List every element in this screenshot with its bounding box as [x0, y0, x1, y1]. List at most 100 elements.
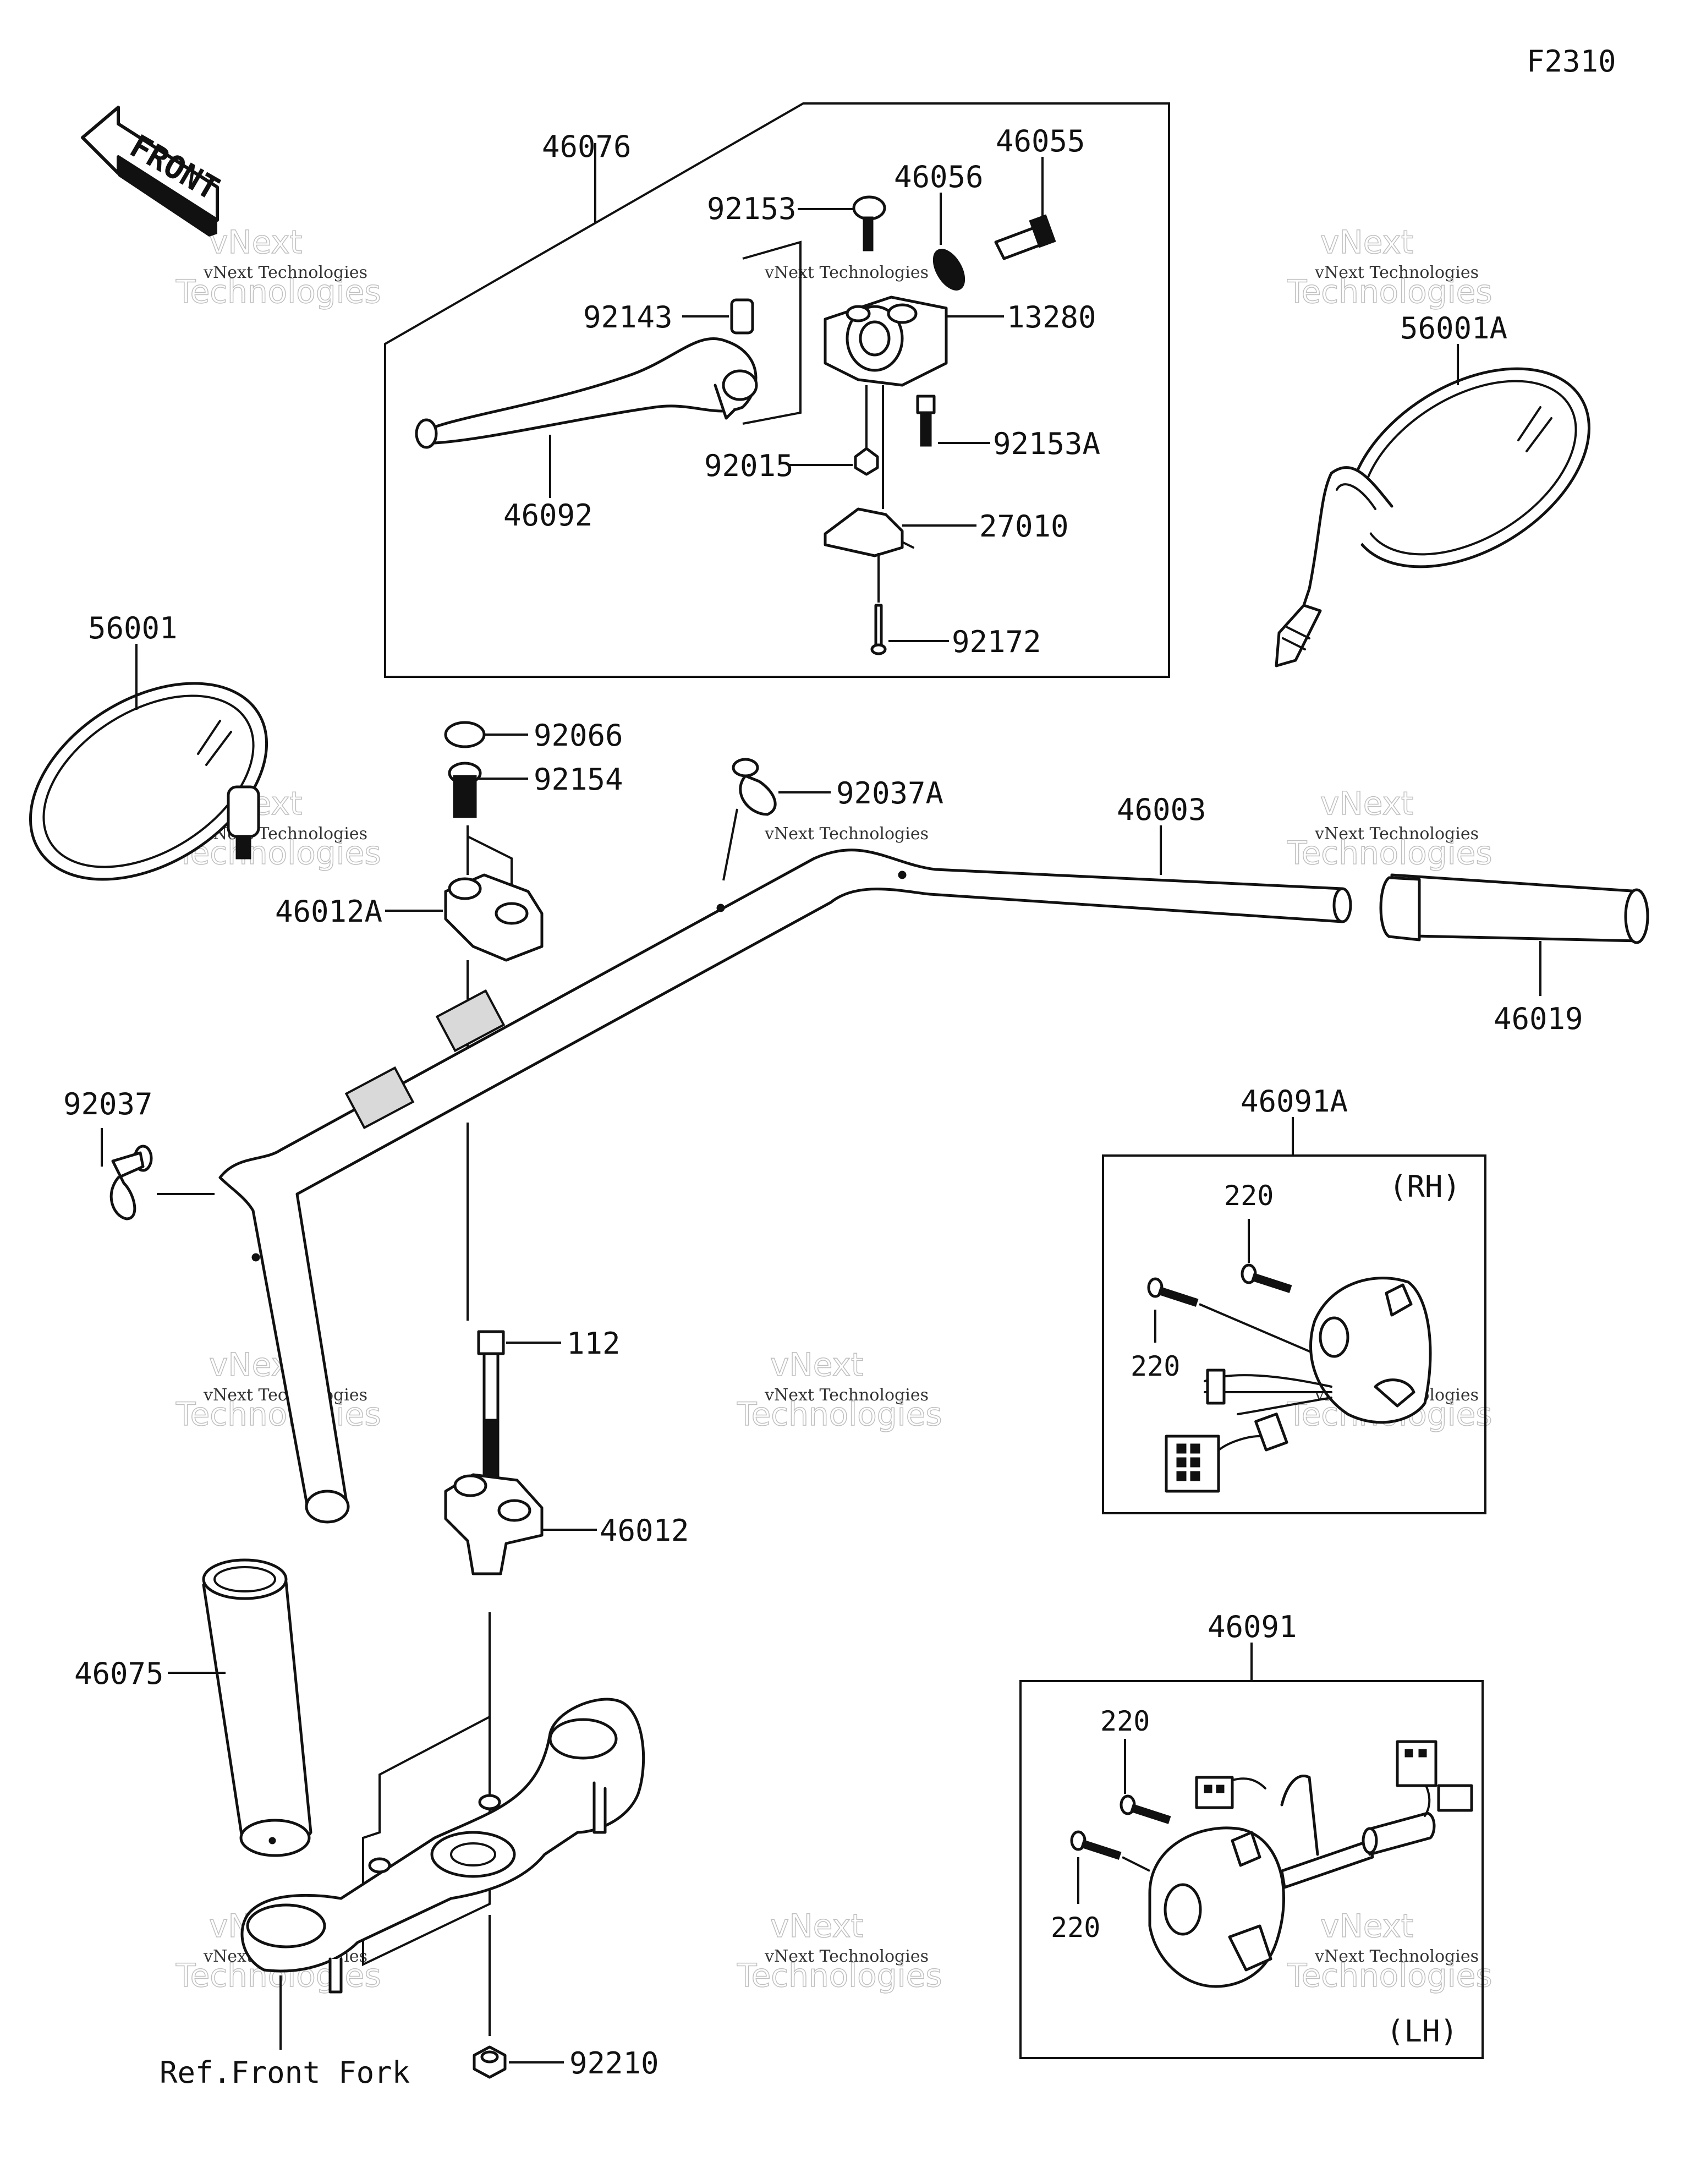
label-46075: 46075 — [74, 1656, 164, 1691]
watermark: vNext Technologies vNext Technologies — [1286, 1907, 1493, 1995]
nut-92210 — [473, 2045, 507, 2079]
rh-label: (RH) — [1389, 1169, 1461, 1204]
bolt-112 — [477, 1330, 505, 1487]
svg-text:vNext: vNext — [770, 1907, 863, 1945]
label-92172: 92172 — [952, 625, 1041, 659]
svg-text:Technologies: Technologies — [1287, 273, 1493, 310]
mirror-56001a — [1275, 367, 1591, 667]
label-92037a: 92037A — [836, 776, 943, 811]
lever-assembly-box: 46076 92153 46056 46055 92143 — [384, 102, 1170, 678]
svg-text:Technologies: Technologies — [1287, 834, 1493, 872]
label-220-rh-top: 220 — [1224, 1180, 1274, 1212]
label-46003: 46003 — [1117, 792, 1206, 827]
svg-text:vNext: vNext — [1320, 785, 1413, 822]
screw-92172 — [870, 604, 887, 655]
label-220-rh-left: 220 — [1131, 1350, 1180, 1382]
watermark: vNext Technologies — [764, 824, 929, 844]
cap-92066 — [444, 721, 486, 748]
label-92210: 92210 — [569, 2046, 659, 2081]
label-46056: 46056 — [894, 160, 984, 194]
mirror-56001 — [29, 682, 268, 881]
screw-220-rh-left — [1147, 1277, 1199, 1307]
svg-text:vNext: vNext — [209, 223, 302, 261]
label-46091a: 46091A — [1241, 1084, 1348, 1119]
grip-46075 — [202, 1558, 312, 1857]
svg-text:vNext Technologies: vNext Technologies — [1314, 1947, 1479, 1966]
watermark: vNext Technologies vNext Technologies — [736, 1345, 942, 1433]
pin-92153 — [852, 195, 886, 251]
ref-front-fork-label: Ref.Front Fork — [160, 2055, 410, 2090]
watermark: vNext Technologies vNext Technologies — [1286, 223, 1493, 311]
label-92153: 92153 — [707, 191, 797, 226]
rh-switch-outline — [1102, 1154, 1486, 1514]
label-92154: 92154 — [534, 762, 623, 797]
label-220-lh-bottom: 220 — [1051, 1912, 1100, 1944]
label-92037: 92037 — [63, 1087, 153, 1121]
screw-220-rh-top — [1241, 1263, 1292, 1293]
svg-text:Technologies: Technologies — [737, 1957, 942, 1994]
label-92143: 92143 — [583, 300, 673, 335]
watermark: vNext Technologies — [764, 263, 929, 282]
svg-text:vNext Technologies: vNext Technologies — [1314, 824, 1479, 844]
watermark: vNext Technologies vNext Technologies — [175, 1345, 381, 1433]
svg-text:vNext Technologies: vNext Technologies — [764, 1947, 929, 1966]
bolt-92154 — [448, 762, 482, 818]
collar-92143 — [730, 298, 754, 335]
label-46012a: 46012A — [275, 894, 382, 929]
svg-text:vNext: vNext — [1320, 223, 1413, 261]
label-46019: 46019 — [1494, 1001, 1583, 1036]
rh-switch-box: 46091A (RH) 220 220 — [1102, 1084, 1486, 1514]
switch-27010 — [824, 507, 914, 557]
watermark: vNext Technologies vNext Technologies — [175, 223, 381, 311]
label-27010: 27010 — [979, 509, 1069, 544]
svg-text:vNext Technologies: vNext Technologies — [764, 824, 929, 844]
svg-text:Technologies: Technologies — [175, 273, 381, 310]
nut-92015 — [854, 447, 879, 476]
clamp-46012 — [444, 1473, 544, 1575]
label-46092: 46092 — [503, 498, 593, 533]
screw-220-lh-top — [1120, 1794, 1171, 1824]
label-46055: 46055 — [996, 124, 1085, 158]
lh-switch-box: 46091 (LH) 220 220 — [1019, 1610, 1484, 2059]
watermark: vNext Technologies vNext Technologies — [736, 1907, 942, 1995]
label-13280: 13280 — [1007, 300, 1096, 335]
label-46076: 46076 — [542, 129, 632, 164]
label-46091: 46091 — [1208, 1610, 1297, 1644]
label-112: 112 — [567, 1326, 621, 1361]
clip-92037 — [109, 1145, 153, 1220]
svg-text:vNext: vNext — [1320, 1907, 1413, 1945]
svg-text:Technologies: Technologies — [737, 1395, 942, 1433]
adjuster-46056 — [932, 249, 965, 291]
svg-text:Technologies: Technologies — [1287, 1957, 1493, 1994]
watermark: vNext Technologies vNext Technologies — [1286, 784, 1493, 872]
handlebar-46003 — [218, 849, 1352, 1524]
svg-text:vNext Technologies: vNext Technologies — [1314, 263, 1479, 282]
label-46012: 46012 — [600, 1513, 689, 1548]
label-92066: 92066 — [534, 718, 623, 753]
label-92153a: 92153A — [993, 426, 1100, 461]
label-56001a: 56001A — [1400, 311, 1507, 346]
lh-label: (LH) — [1386, 2014, 1458, 2049]
figure-code: F2310 — [1527, 44, 1616, 79]
lh-wiring — [1195, 1740, 1473, 1889]
label-220-lh-top: 220 — [1100, 1705, 1150, 1737]
label-92015: 92015 — [704, 448, 794, 483]
bolt-92153a — [916, 395, 936, 447]
svg-text:vNext Technologies: vNext Technologies — [764, 1386, 929, 1405]
svg-text:Technologies: Technologies — [175, 1395, 381, 1433]
grip-46019 — [1379, 873, 1649, 944]
rh-switch-housing — [1309, 1277, 1432, 1424]
connector-grid — [1176, 1443, 1200, 1481]
label-56001: 56001 — [88, 611, 178, 645]
lever-46092 — [415, 337, 758, 449]
clamp-46012a — [444, 873, 544, 962]
screw-220-lh-bottom — [1070, 1830, 1122, 1860]
front-arrow-icon: FRONT — [81, 106, 226, 237]
svg-text:vNext Technologies: vNext Technologies — [764, 263, 929, 282]
svg-text:vNext: vNext — [770, 1346, 863, 1383]
clip-92037a — [732, 758, 777, 816]
screw-46055 — [994, 214, 1056, 260]
svg-text:vNext Technologies: vNext Technologies — [203, 263, 367, 282]
knurl — [344, 989, 506, 1130]
